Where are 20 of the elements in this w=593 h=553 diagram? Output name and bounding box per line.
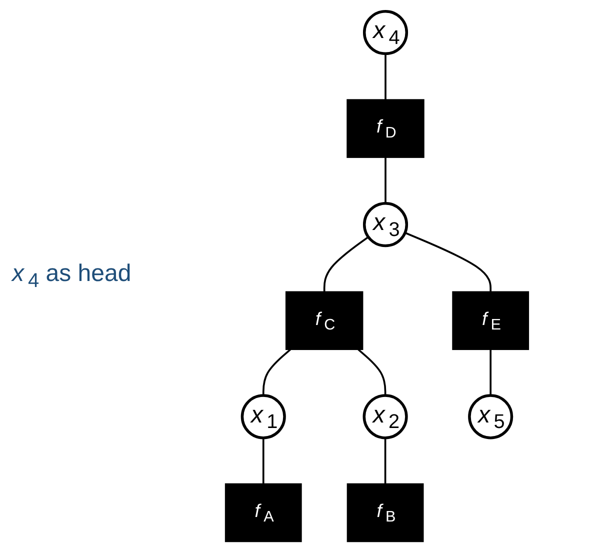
connector xyxy=(357,348,386,396)
node-box: f$_{C}$ xyxy=(285,291,363,350)
node-circle: x$_{4}$ xyxy=(362,10,408,56)
connector xyxy=(262,438,264,484)
node-circle: x$_{5}$ xyxy=(468,394,513,440)
node-circle: x$_{2}$ xyxy=(362,394,408,440)
node-box: f$_{E}$ xyxy=(452,291,529,350)
node-box: f$_{D}$ xyxy=(346,99,424,158)
connector xyxy=(384,54,386,100)
node-circle: x$_{1}$ xyxy=(240,394,286,440)
node-box: f$_{A}$ xyxy=(224,483,302,542)
connector xyxy=(489,350,492,396)
node-circle: x$_{3}$ xyxy=(362,202,408,248)
connector xyxy=(384,438,386,484)
connector xyxy=(262,348,290,396)
node-box: f$_{B}$ xyxy=(346,483,424,542)
connector xyxy=(322,236,368,292)
connector xyxy=(384,158,386,204)
annotation-text: x$_{4}$ as head xyxy=(10,260,132,293)
connector xyxy=(404,232,492,292)
